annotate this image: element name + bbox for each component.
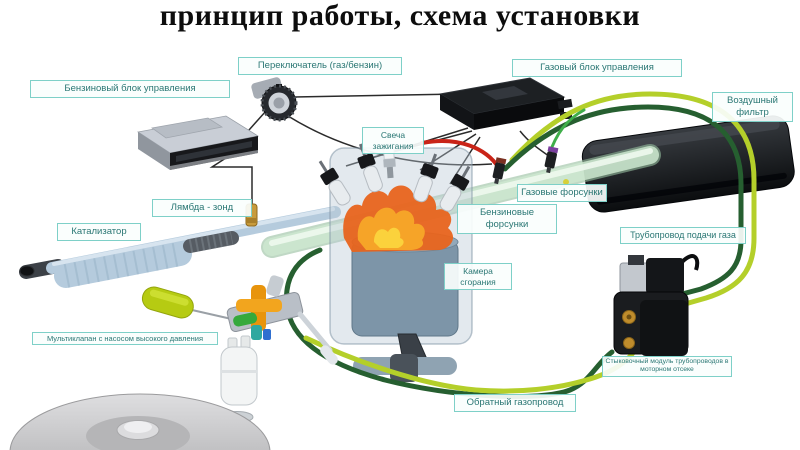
label-petrol-injectors: Бензиновые форсунки xyxy=(457,204,557,234)
petrol-ecu-device xyxy=(136,115,260,170)
toroidal-tank xyxy=(9,393,271,450)
label-spark-plug: Свеча зажигания xyxy=(362,127,424,155)
multivalve-device xyxy=(191,275,338,365)
page-title: принцип работы, схема установки xyxy=(159,0,641,32)
manifold-fitting xyxy=(563,179,569,185)
wire-ecu-elbow xyxy=(209,155,253,204)
petrol-injector-part xyxy=(492,157,507,185)
valve-1 xyxy=(318,160,351,206)
valve-3 xyxy=(413,153,439,203)
docking-module-device xyxy=(613,254,700,356)
exhaust-assembly xyxy=(19,203,341,288)
gas-ecu-device xyxy=(438,77,573,130)
supply-pipe-green xyxy=(502,104,744,306)
label-docking-module: Стыковочный модуль трубопроводов в мотор… xyxy=(602,356,732,377)
ignition-wire-red xyxy=(420,138,501,170)
wire-fan-3 xyxy=(419,133,477,171)
switch-device xyxy=(251,77,298,122)
intake-manifold xyxy=(261,144,661,258)
label-gas-injectors: Газовые форсунки xyxy=(517,184,607,202)
flame-core xyxy=(374,227,404,248)
label-gas-ecu: Газовый блок управления xyxy=(512,59,682,77)
gas-injector-part xyxy=(544,146,559,174)
flex-joint-ribs xyxy=(188,231,234,253)
cylinder-sleeve xyxy=(351,239,459,337)
wire-switch-to-gas-ecu xyxy=(293,93,461,98)
valve-4 xyxy=(439,165,471,212)
exhaust-pipe-highlight xyxy=(52,207,335,266)
label-petrol-ecu: Бензиновый блок управления xyxy=(30,80,230,98)
label-catalyst: Катализатор xyxy=(57,223,141,241)
engine-cutaway xyxy=(318,143,473,382)
level-sensor-roller xyxy=(141,286,194,319)
label-gas-supply-pipe: Трубопровод подачи газа xyxy=(620,227,746,245)
engine-loop-green xyxy=(284,247,615,400)
catalyst-body xyxy=(54,242,192,288)
label-multivalve: Мультиклапан с насосом высокого давления xyxy=(32,332,218,346)
label-switch: Переключатель (газ/бензин) xyxy=(238,57,402,75)
exhaust-opening xyxy=(19,265,35,277)
label-lambda: Лямбда - зонд xyxy=(152,199,252,217)
label-return-pipe: Обратный газопровод xyxy=(454,394,576,412)
label-combustion-chamber: Камера сгорания xyxy=(444,263,512,291)
label-air-filter: Воздушный фильтр xyxy=(712,92,793,122)
